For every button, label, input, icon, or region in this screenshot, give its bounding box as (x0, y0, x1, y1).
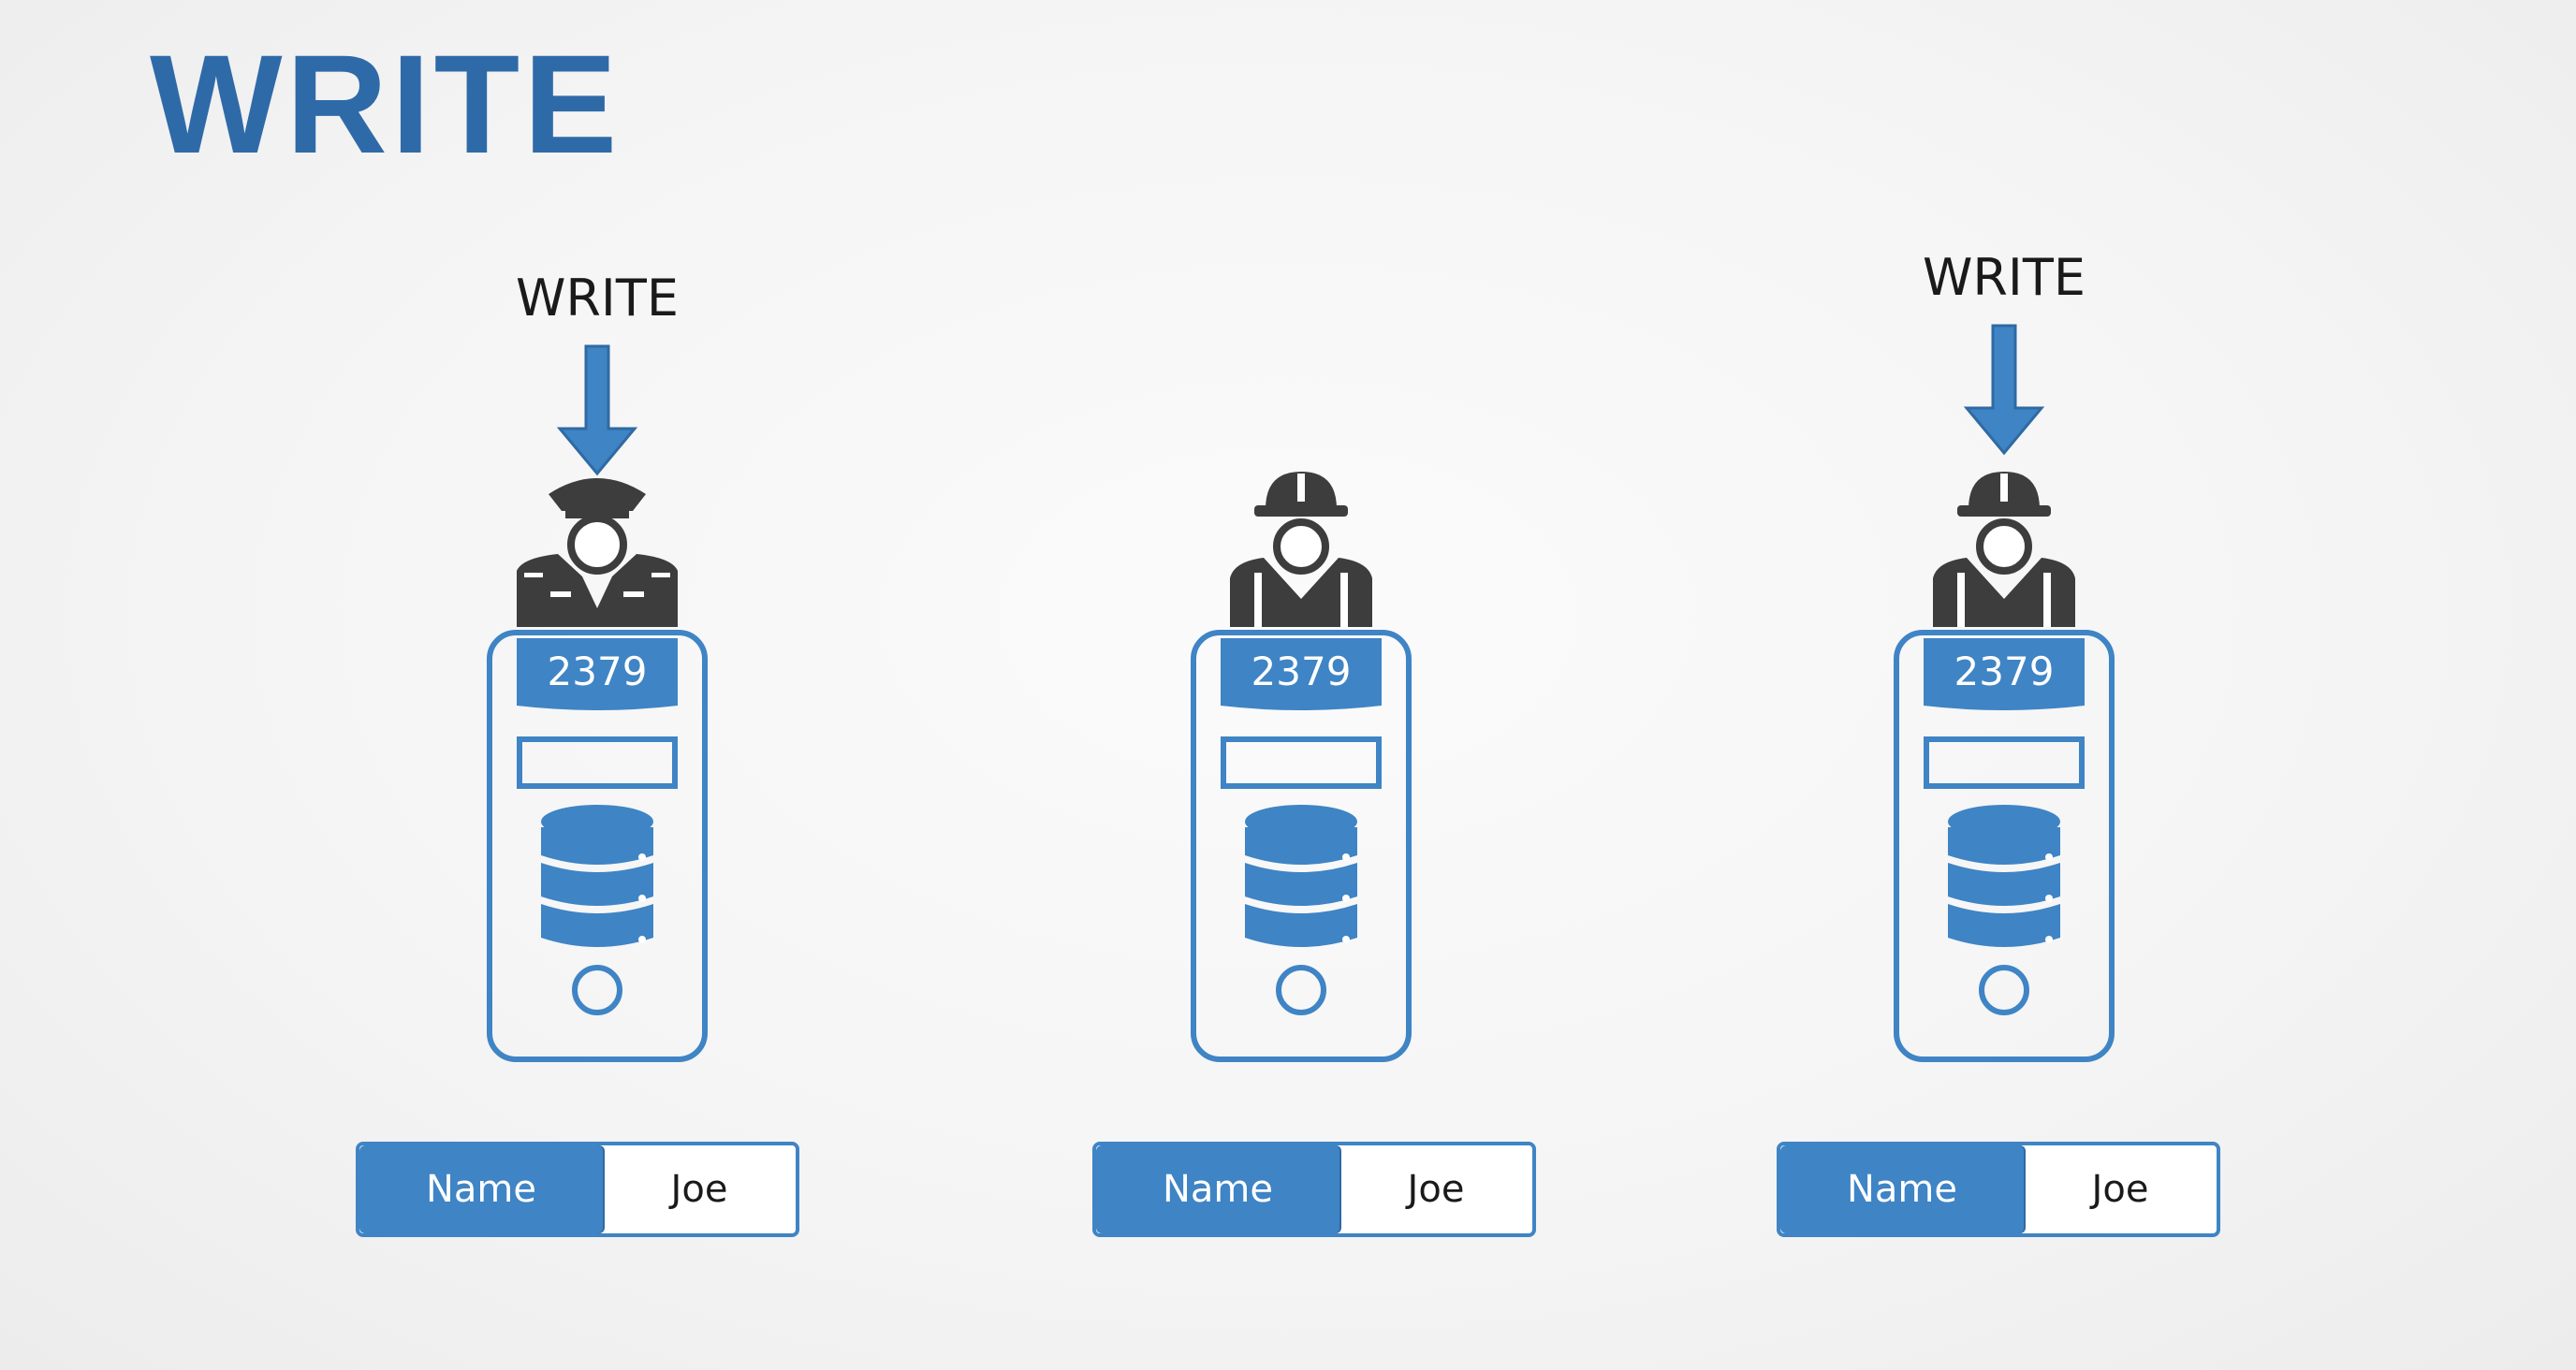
police-officer-icon (517, 478, 678, 627)
key-value-record: Name Joe (1777, 1142, 2220, 1237)
write-label: WRITE (1923, 248, 2086, 307)
key-value-record: Name Joe (356, 1142, 799, 1237)
etcd-node-1: WRITE 2379 Name Joe (356, 0, 822, 1370)
key-value-record: Name Joe (1092, 1142, 1536, 1237)
etcd-node-3: WRITE 2379 Name Joe (1777, 0, 2229, 1370)
port-number: 2379 (547, 649, 648, 694)
record-value: Joe (2091, 1168, 2149, 1211)
record-key: Name (1096, 1145, 1339, 1233)
record-key: Name (1780, 1145, 2024, 1233)
record-value: Joe (1407, 1168, 1465, 1211)
etcd-node-2: 2379 Name Joe (1076, 0, 1536, 1370)
database-icon (1245, 805, 1357, 947)
database-icon (541, 805, 653, 947)
construction-worker-icon (1230, 472, 1372, 627)
port-number: 2379 (1251, 649, 1352, 694)
port-number: 2379 (1954, 649, 2055, 694)
down-arrow-icon (1963, 324, 2045, 456)
database-icon (1948, 805, 2060, 947)
down-arrow-icon (556, 344, 638, 476)
write-label: WRITE (516, 269, 679, 328)
record-key: Name (359, 1145, 603, 1233)
slide-title: WRITE (150, 25, 622, 182)
construction-worker-icon (1933, 472, 2075, 627)
record-value: Joe (670, 1168, 728, 1211)
